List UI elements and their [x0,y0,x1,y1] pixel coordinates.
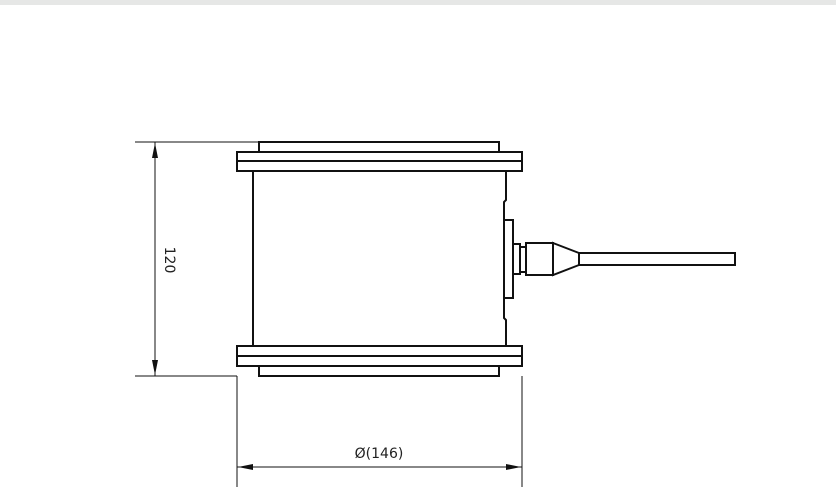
cable-strain-relief [552,241,580,277]
sensor-body [236,141,523,377]
diameter-label: Ø(146) [355,446,404,462]
top-flange-upper [236,151,523,162]
bottom-cap [258,365,500,377]
diameter-dimension: Ø(146) [236,376,523,487]
bottom-flange-upper [236,345,523,357]
connector-plate [503,219,514,299]
bottom-flange-lower [236,355,523,367]
cylinder-body [252,170,507,347]
connector-nut [525,242,554,276]
arrow-left [238,464,253,470]
height-dimension: 120 [135,141,259,377]
height-label: 120 [161,247,177,274]
cable [578,252,736,266]
arrow-up [152,143,158,158]
connector [503,219,736,299]
top-cap [258,141,500,153]
top-bar [0,0,836,5]
connector-ring [512,243,521,275]
top-flange-lower [236,160,523,172]
arrow-right [506,464,521,470]
arrow-down [152,360,158,375]
